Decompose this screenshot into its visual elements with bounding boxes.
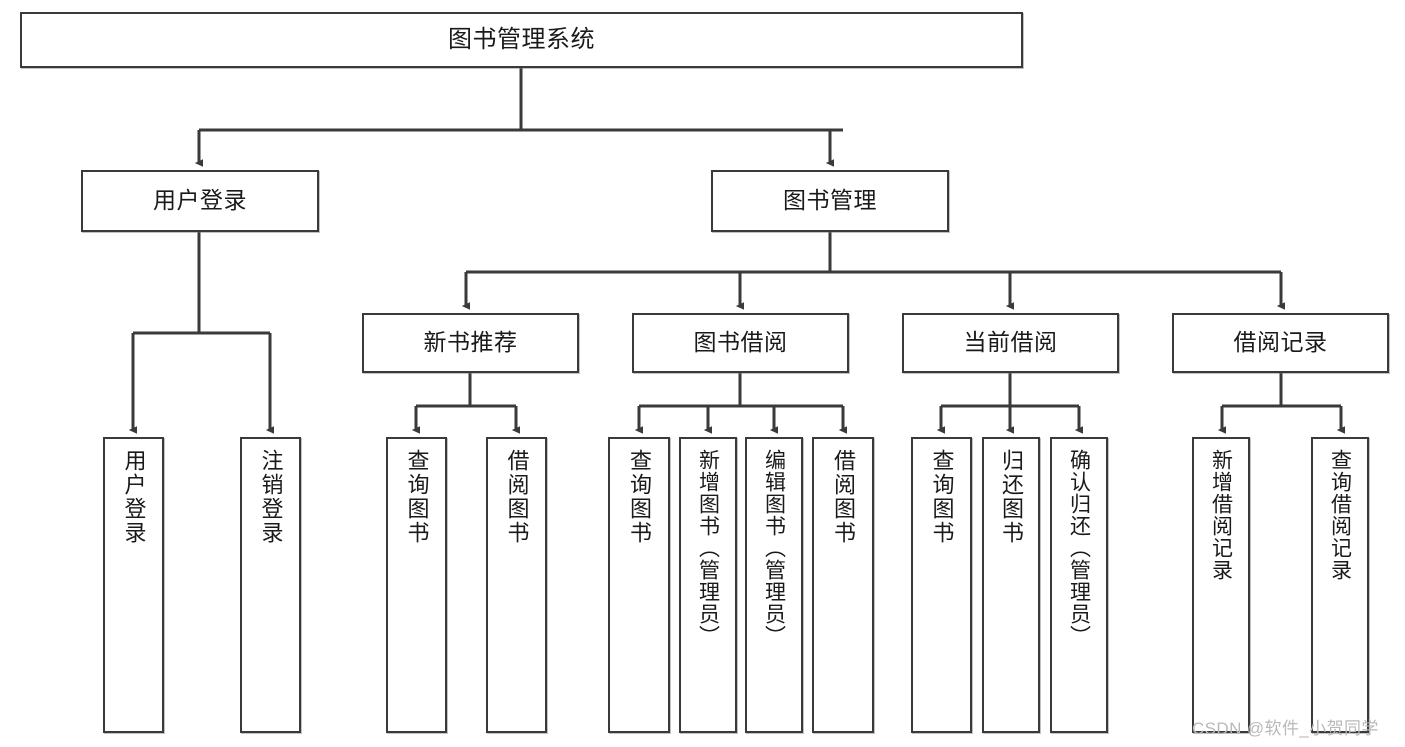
node-leaf-borrow-record-add[interactable]: 新增借阅记录 xyxy=(1192,437,1250,733)
node-label: 当前借阅 xyxy=(963,329,1058,356)
node-current-borrow[interactable]: 当前借阅 xyxy=(902,313,1119,373)
node-root-system[interactable]: 图书管理系统 xyxy=(20,12,1023,68)
node-label: 借阅图书 xyxy=(831,449,856,545)
node-new-book-recommend[interactable]: 新书推荐 xyxy=(362,313,579,373)
node-label: 图书管理 xyxy=(783,187,877,214)
node-leaf-book-borrow-add[interactable]: 新增图书（管理员） xyxy=(679,437,737,733)
node-borrow-record[interactable]: 借阅记录 xyxy=(1172,313,1389,373)
node-user-login[interactable]: 用户登录 xyxy=(81,170,319,232)
node-label: 确认归还（管理员） xyxy=(1067,449,1091,647)
node-label: 用户登录 xyxy=(153,187,247,214)
node-book-borrow[interactable]: 图书借阅 xyxy=(632,313,849,373)
node-label: 图书借阅 xyxy=(693,329,788,356)
node-leaf-book-borrow-query[interactable]: 查询图书 xyxy=(608,437,670,733)
node-leaf-borrow-record-query[interactable]: 查询借阅记录 xyxy=(1311,437,1369,733)
node-leaf-book-borrow-borrow[interactable]: 借阅图书 xyxy=(812,437,874,733)
node-label: 用户登录 xyxy=(121,449,147,545)
csdn-watermark: CSDN @软件_小贺同学 xyxy=(1192,719,1379,738)
node-leaf-current-borrow-query[interactable]: 查询图书 xyxy=(911,437,972,733)
node-leaf-current-borrow-confirm[interactable]: 确认归还（管理员） xyxy=(1050,437,1108,733)
node-label: 查询图书 xyxy=(404,449,430,545)
node-book-management[interactable]: 图书管理 xyxy=(711,170,949,232)
node-label: 查询借阅记录 xyxy=(1328,449,1352,581)
node-leaf-user-login-login[interactable]: 用户登录 xyxy=(103,437,164,733)
node-label: 注销登录 xyxy=(258,449,284,545)
node-label: 新增借阅记录 xyxy=(1209,449,1233,581)
node-leaf-current-borrow-return[interactable]: 归还图书 xyxy=(982,437,1040,733)
node-label: 新书推荐 xyxy=(423,329,518,356)
node-leaf-user-login-logout[interactable]: 注销登录 xyxy=(240,437,301,733)
node-label: 借阅记录 xyxy=(1233,329,1328,356)
node-label: 归还图书 xyxy=(999,449,1024,545)
node-leaf-new-book-query[interactable]: 查询图书 xyxy=(386,437,447,733)
node-label: 借阅图书 xyxy=(504,449,530,545)
node-label: 查询图书 xyxy=(929,449,955,545)
node-label: 新增图书（管理员） xyxy=(696,449,720,647)
node-label: 编辑图书（管理员） xyxy=(762,449,786,647)
node-label: 查询图书 xyxy=(627,449,652,545)
node-leaf-new-book-borrow[interactable]: 借阅图书 xyxy=(486,437,547,733)
node-label: 图书管理系统 xyxy=(448,25,595,53)
node-leaf-book-borrow-edit[interactable]: 编辑图书（管理员） xyxy=(745,437,803,733)
